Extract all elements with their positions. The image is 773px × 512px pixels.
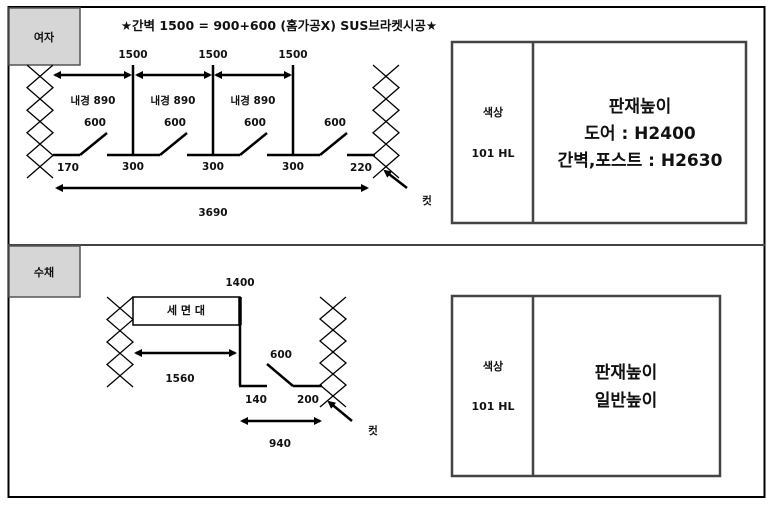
wall-hatch-right [372,64,400,179]
hatch-line [372,64,400,179]
inner-width: 내경 890 [151,94,196,107]
partition-lines [53,65,375,157]
height-title: 판재높이 [609,97,672,117]
post-height: 1400 [225,277,254,289]
bottom-dim: 300 [282,161,304,173]
cut-label: 컷 [368,424,378,437]
wall-height: 간벽,포스트 : H2630 [558,151,723,171]
wall-hatch-left [26,64,54,179]
women-tab-label: 여자 [34,30,55,44]
bottom-dim: 300 [122,161,144,173]
bottom-dim: 200 [297,394,319,406]
door-width: 600 [270,349,292,361]
partition-height: 1500 [278,49,307,61]
door-height: 도어 : H2400 [584,124,696,144]
hatch-line [106,296,134,388]
door-width: 600 [164,117,186,129]
inner-width: 내경 890 [71,94,116,107]
dimension-arrows [53,71,408,192]
vanity-width: 1560 [165,373,194,385]
door-width: 600 [244,117,266,129]
height-value: 일반높이 [595,391,658,411]
outer-frame [7,6,766,498]
partition-height: 1500 [198,49,227,61]
bottom-dim: 140 [245,394,267,406]
hatch-line [26,64,54,179]
women-tab [8,7,81,66]
color-label: 색상 [483,105,503,119]
bottom-dim: 170 [57,162,79,174]
cut-label: 컷 [422,194,432,207]
color-label: 색상 [483,359,503,373]
inner-width: 내경 890 [231,94,276,107]
opening-width: 940 [269,438,291,450]
sink-tab-label: 수채 [34,265,54,279]
color-value: 101 HL [471,147,514,160]
door-width: 600 [324,117,346,129]
vanity-label: 세 면 대 [167,303,205,317]
wall-hatch-right [318,296,348,408]
spec-box [450,40,748,225]
women-title: ★간벽 1500 = 900+600 (홈가공X) SUS브라켓시공★ [121,18,437,33]
bottom-dim: 300 [202,161,224,173]
partition-lines [238,297,322,388]
sink-section: 수채 세 면 대 1400 1560 600 140 200 940 컷 [8,245,722,478]
total-width: 3690 [198,207,227,219]
bottom-dim: 220 [350,162,372,174]
height-title: 판재높이 [595,363,658,383]
hatch-line [106,296,134,388]
dimension-arrows [134,349,353,425]
sink-tab [8,245,81,298]
color-value: 101 HL [471,400,514,413]
wall-hatch-left [106,296,134,388]
door-width: 600 [84,117,106,129]
spec-box [450,294,722,478]
women-section: 여자 ★간벽 1500 = 900+600 (홈가공X) SUS브라켓시공★ 1… [8,7,748,225]
hatch-line [318,296,348,408]
partition-height: 1500 [118,49,147,61]
